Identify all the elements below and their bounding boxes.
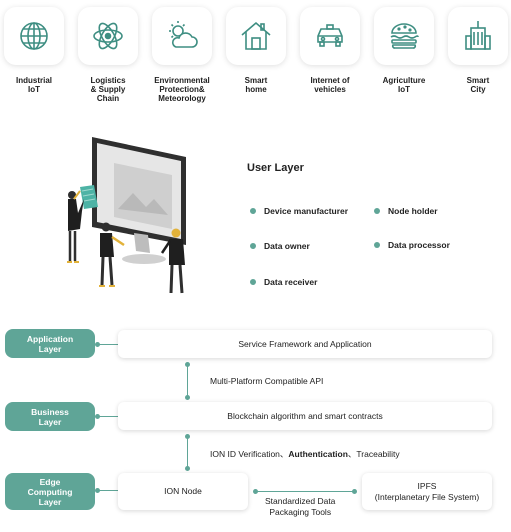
packaging-connector <box>253 489 357 494</box>
role-data-owner: Data owner <box>250 241 310 251</box>
packaging-tools-label: Standardized Data Packaging Tools <box>265 496 336 517</box>
verification-vertical-connector <box>185 434 190 471</box>
logistics-tile <box>78 7 138 65</box>
ipfs-panel: IPFS (Interplanetary File System) <box>362 473 492 510</box>
ion-node-panel: ION Node <box>118 473 248 510</box>
business-layer-box: Business Layer <box>5 402 95 431</box>
category-label-vehicles: Internet of vehicles <box>310 76 350 94</box>
service-framework-panel: Service Framework and Application <box>118 330 492 358</box>
verification-suffix: 、Traceability <box>347 449 400 459</box>
verification-prefix: ION ID Verification、 <box>210 449 289 459</box>
category-label-industrial-iot: Industrial IoT <box>15 76 52 94</box>
verification-bold: Authentication <box>288 449 348 459</box>
role-data-processor: Data processor <box>374 240 450 250</box>
role-device-manufacturer: Device manufacturer <box>250 206 348 216</box>
environmental-tile <box>152 7 212 65</box>
man-right-figure <box>160 228 185 294</box>
category-label-smart-home: Smart home <box>244 76 268 94</box>
users-monitor-illustration <box>67 137 186 294</box>
agriculture-tile <box>374 7 434 65</box>
user-layer-title: User Layer <box>247 162 304 174</box>
role-label: Data processor <box>388 240 450 250</box>
role-label: Device manufacturer <box>264 206 349 216</box>
car-icon <box>317 24 343 47</box>
woman-figure <box>67 190 84 263</box>
category-label-smart-city: Smart City <box>466 76 490 94</box>
smart-home-tile <box>226 7 286 65</box>
bullet-dot-icon <box>250 243 256 249</box>
category-label-agriculture: Agriculture IoT <box>382 76 426 94</box>
role-node-holder: Node holder <box>374 206 438 216</box>
category-label-logistics: Logistics & Supply Chain <box>90 76 126 103</box>
bullet-dot-icon <box>250 279 256 285</box>
edge-layer-box: Edge Computing Layer <box>5 473 95 510</box>
bullet-dot-icon <box>374 208 380 214</box>
verification-label: ION ID Verification、Authentication、Trace… <box>210 448 400 460</box>
role-label: Node holder <box>388 206 438 216</box>
role-data-receiver: Data receiver <box>250 277 317 287</box>
api-label: Multi-Platform Compatible API <box>210 376 324 386</box>
globe-icon <box>20 22 48 50</box>
smart-city-tile <box>448 7 508 65</box>
industrial-iot-tile <box>4 7 64 65</box>
category-label-environmental: Environmental Protection& Meteorology <box>154 76 210 103</box>
vehicles-tile <box>300 7 360 65</box>
burger-icon <box>390 23 419 49</box>
role-label: Data owner <box>264 241 310 251</box>
bullet-dot-icon <box>250 208 256 214</box>
man-left-figure <box>99 222 125 287</box>
blockchain-panel: Blockchain algorithm and smart contracts <box>118 402 492 430</box>
sun-cloud-icon <box>169 21 198 48</box>
atom-icon <box>93 22 123 50</box>
api-vertical-connector <box>185 362 190 400</box>
application-layer-box: Application Layer <box>5 329 95 358</box>
bullet-dot-icon <box>374 242 380 248</box>
monitor-icon <box>92 137 186 264</box>
house-icon <box>241 21 271 50</box>
teal-card-icon <box>80 185 98 209</box>
role-label: Data receiver <box>264 277 318 287</box>
building-icon <box>465 21 491 50</box>
